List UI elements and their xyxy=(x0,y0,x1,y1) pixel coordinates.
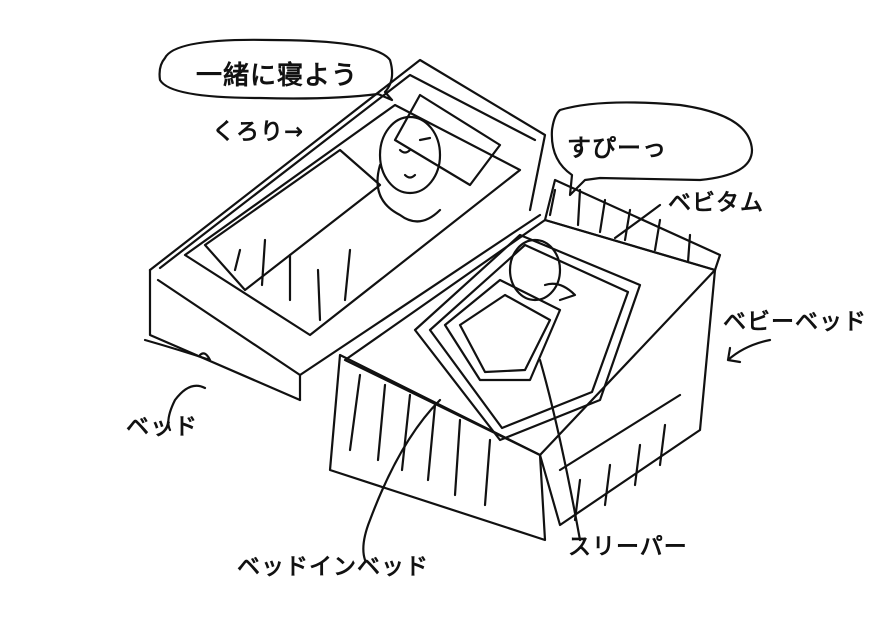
leader-sleeper xyxy=(538,358,582,542)
leader-bed-in-bed xyxy=(362,398,442,562)
label-bed-in-bed: ベッドインベッド xyxy=(237,554,429,580)
leader-bebitamu xyxy=(613,203,662,240)
arrow-right-icon: → xyxy=(284,119,305,145)
label-kurori: くろり→ xyxy=(212,112,304,146)
speech-text-baby: すぴーっ xyxy=(567,134,667,162)
label-bebitamu: ベビタム xyxy=(668,190,764,216)
speech-text-mother: 一緒に寝よう xyxy=(196,61,359,91)
baby-bed-drawing xyxy=(328,178,722,542)
leader-bed xyxy=(167,384,207,432)
arrow-baby-bed xyxy=(726,338,772,364)
adult-bed-drawing xyxy=(143,58,547,402)
speech-bubble-mother xyxy=(158,38,394,102)
label-sleeper: スリーパー xyxy=(568,534,688,560)
label-baby-bed: ベビーベッド xyxy=(723,309,867,335)
speech-bubble-baby xyxy=(550,101,754,197)
label-bed: ベッド xyxy=(126,414,198,440)
label-kurori-text: くろり xyxy=(212,119,284,145)
